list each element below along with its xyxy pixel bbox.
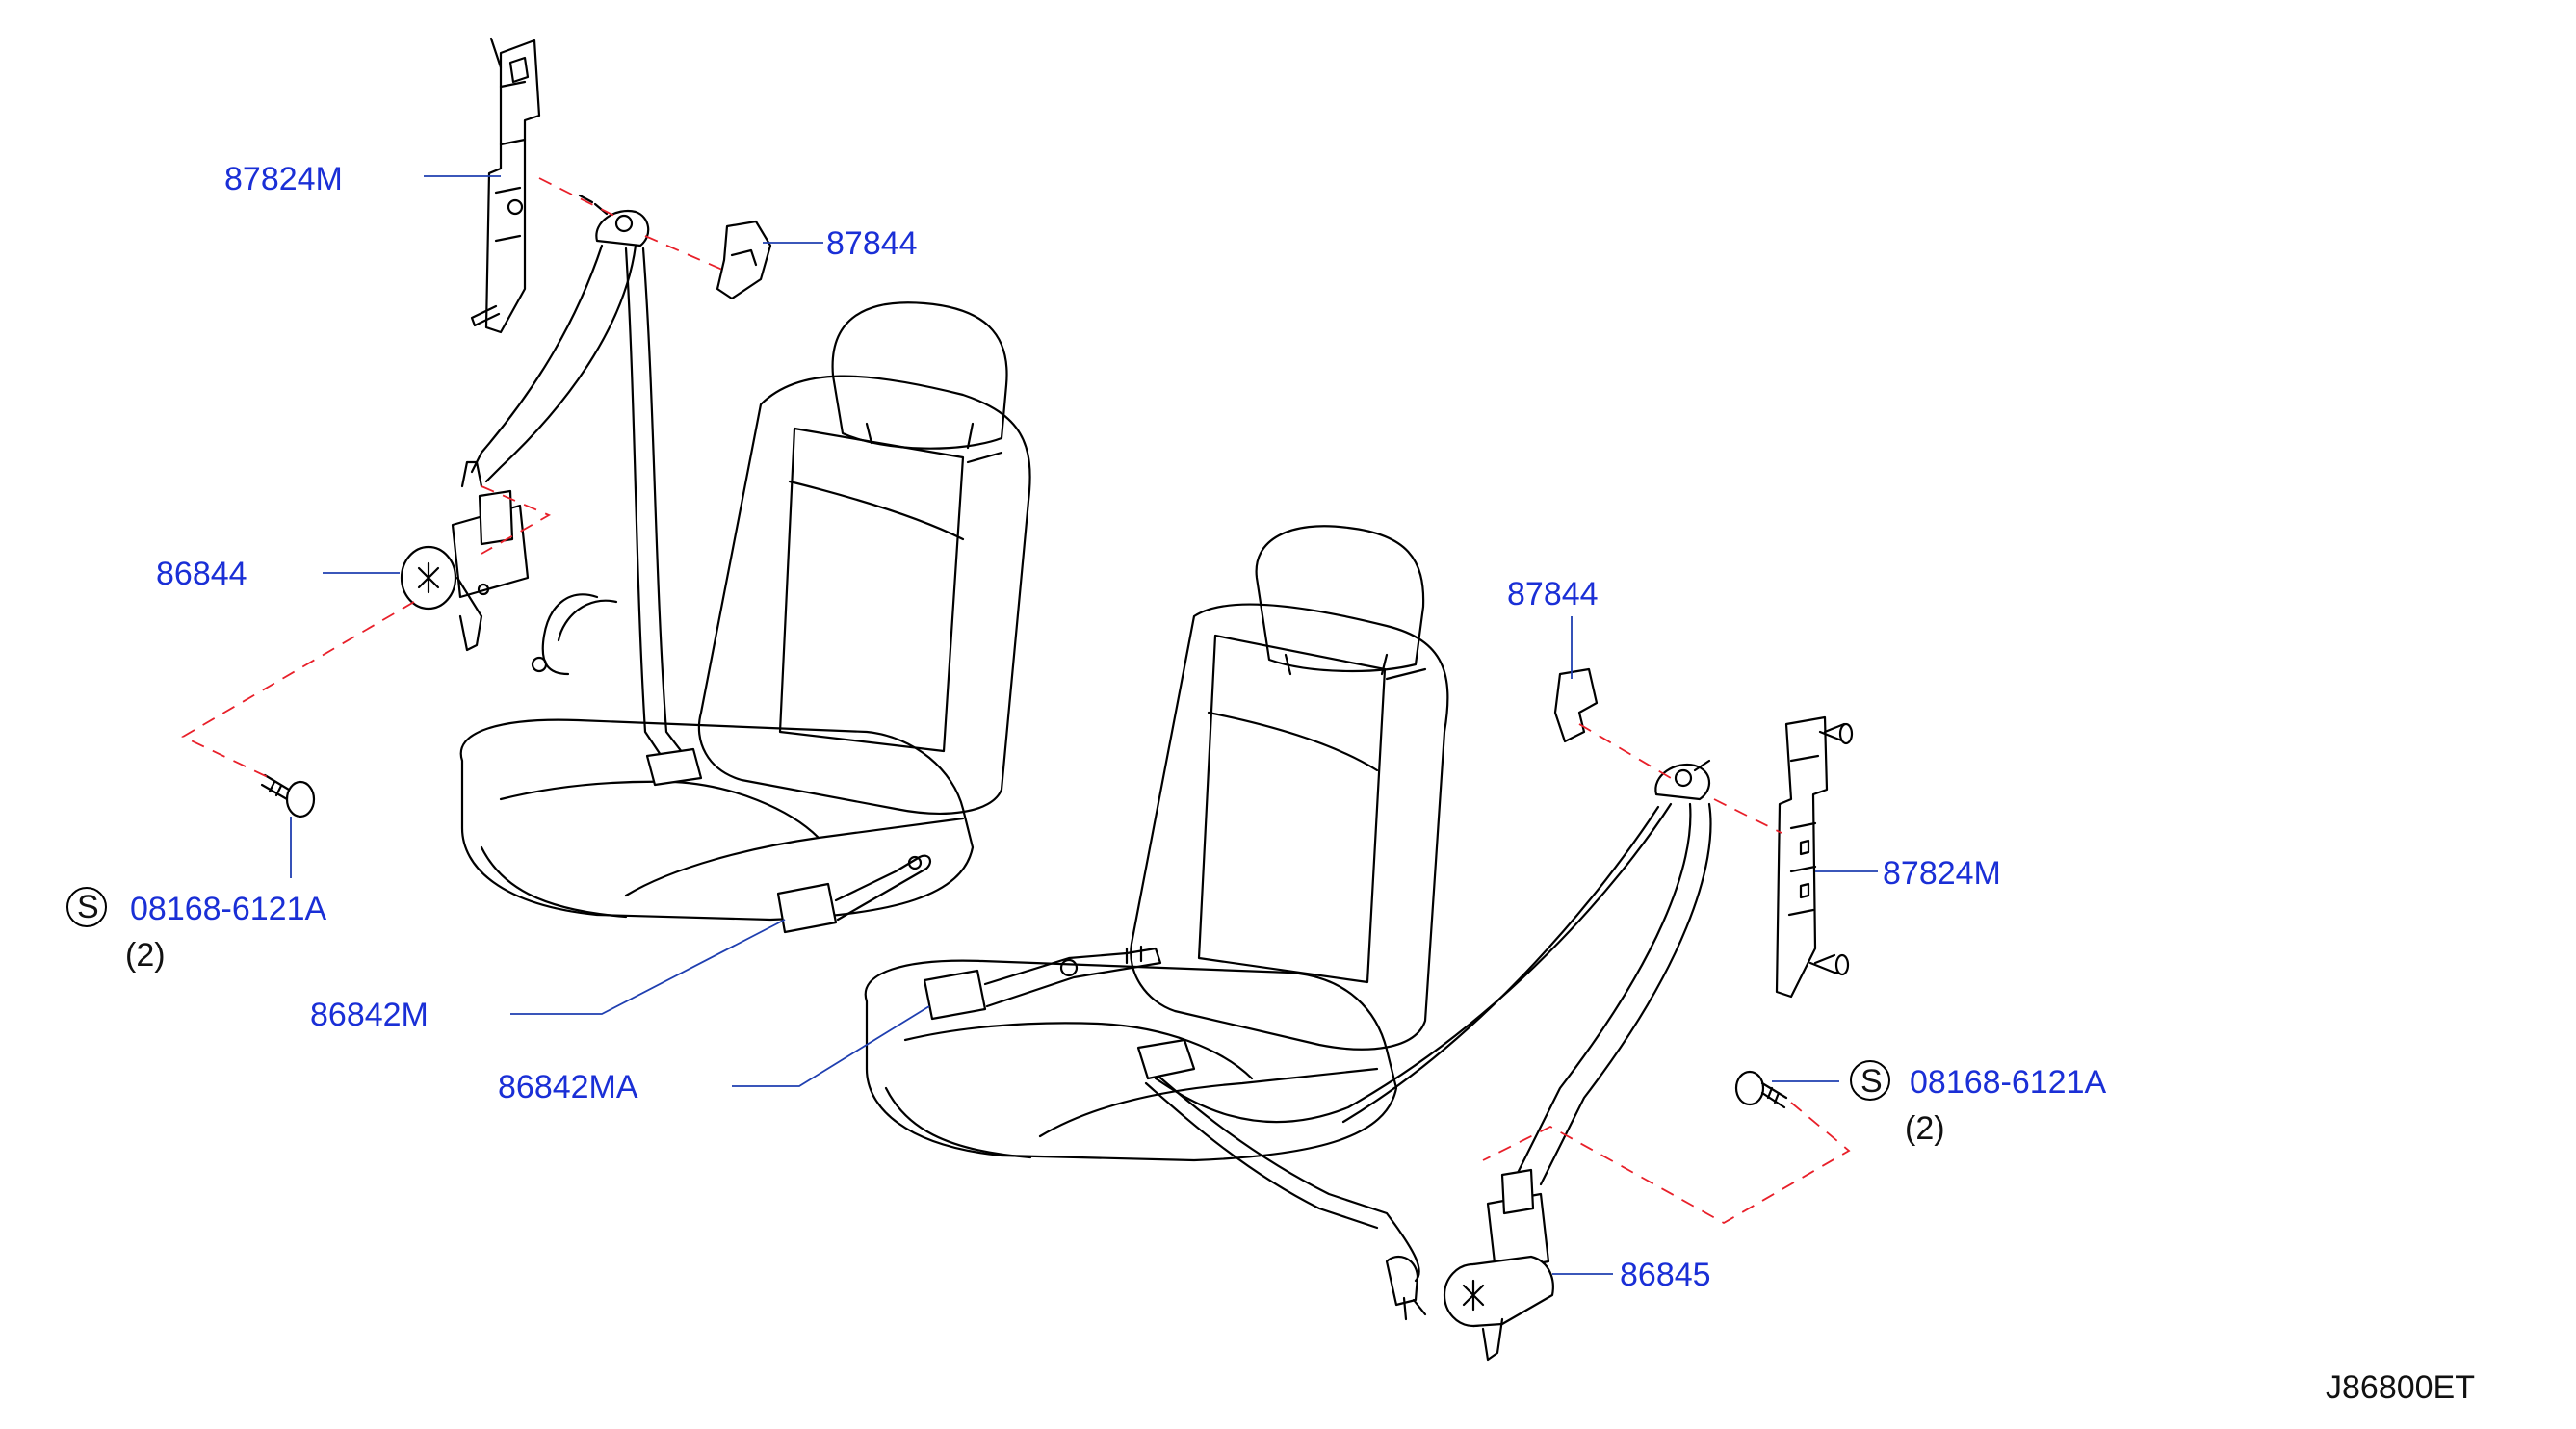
leader-lines <box>290 175 1878 1275</box>
part-label-87824M-right[interactable]: 87824M <box>1883 855 2001 892</box>
left-bolt <box>260 773 316 818</box>
part-label-87844-left[interactable]: 87844 <box>826 225 918 262</box>
part-label-86845[interactable]: 86845 <box>1620 1257 1711 1293</box>
diagram-code: J86800ET <box>2326 1369 2475 1406</box>
quantity-label-left: (2) <box>125 937 166 974</box>
s-mark-circle-right <box>1850 1060 1890 1101</box>
part-label-08168-6121A-right[interactable]: 08168-6121A <box>1910 1064 2107 1101</box>
right-bolt <box>1734 1070 1788 1109</box>
right-seat-drawing <box>864 525 1449 1162</box>
right-upper-anchor-bracket <box>1775 715 1854 999</box>
part-label-86842MA[interactable]: 86842MA <box>498 1069 638 1105</box>
part-label-87824M-left[interactable]: 87824M <box>224 161 343 197</box>
part-label-08168-6121A-left[interactable]: 08168-6121A <box>130 891 327 927</box>
part-label-86844[interactable]: 86844 <box>156 556 247 592</box>
left-cover-87844 <box>716 220 772 300</box>
s-mark-circle-left <box>66 887 107 927</box>
left-upper-anchor-bracket <box>470 37 541 334</box>
dashed-guide-lines <box>181 177 1851 1225</box>
left-seat-belt-assembly <box>400 194 703 787</box>
right-cover-87844 <box>1553 667 1599 743</box>
part-label-87844-right[interactable]: 87844 <box>1507 576 1599 612</box>
s-mark-left: S <box>77 889 99 925</box>
right-seat-belt-assembly <box>1136 759 1712 1362</box>
left-seat-drawing <box>459 301 1031 934</box>
quantity-label-right: (2) <box>1905 1110 1945 1147</box>
part-label-86842M[interactable]: 86842M <box>310 997 429 1033</box>
s-mark-right: S <box>1860 1063 1883 1100</box>
